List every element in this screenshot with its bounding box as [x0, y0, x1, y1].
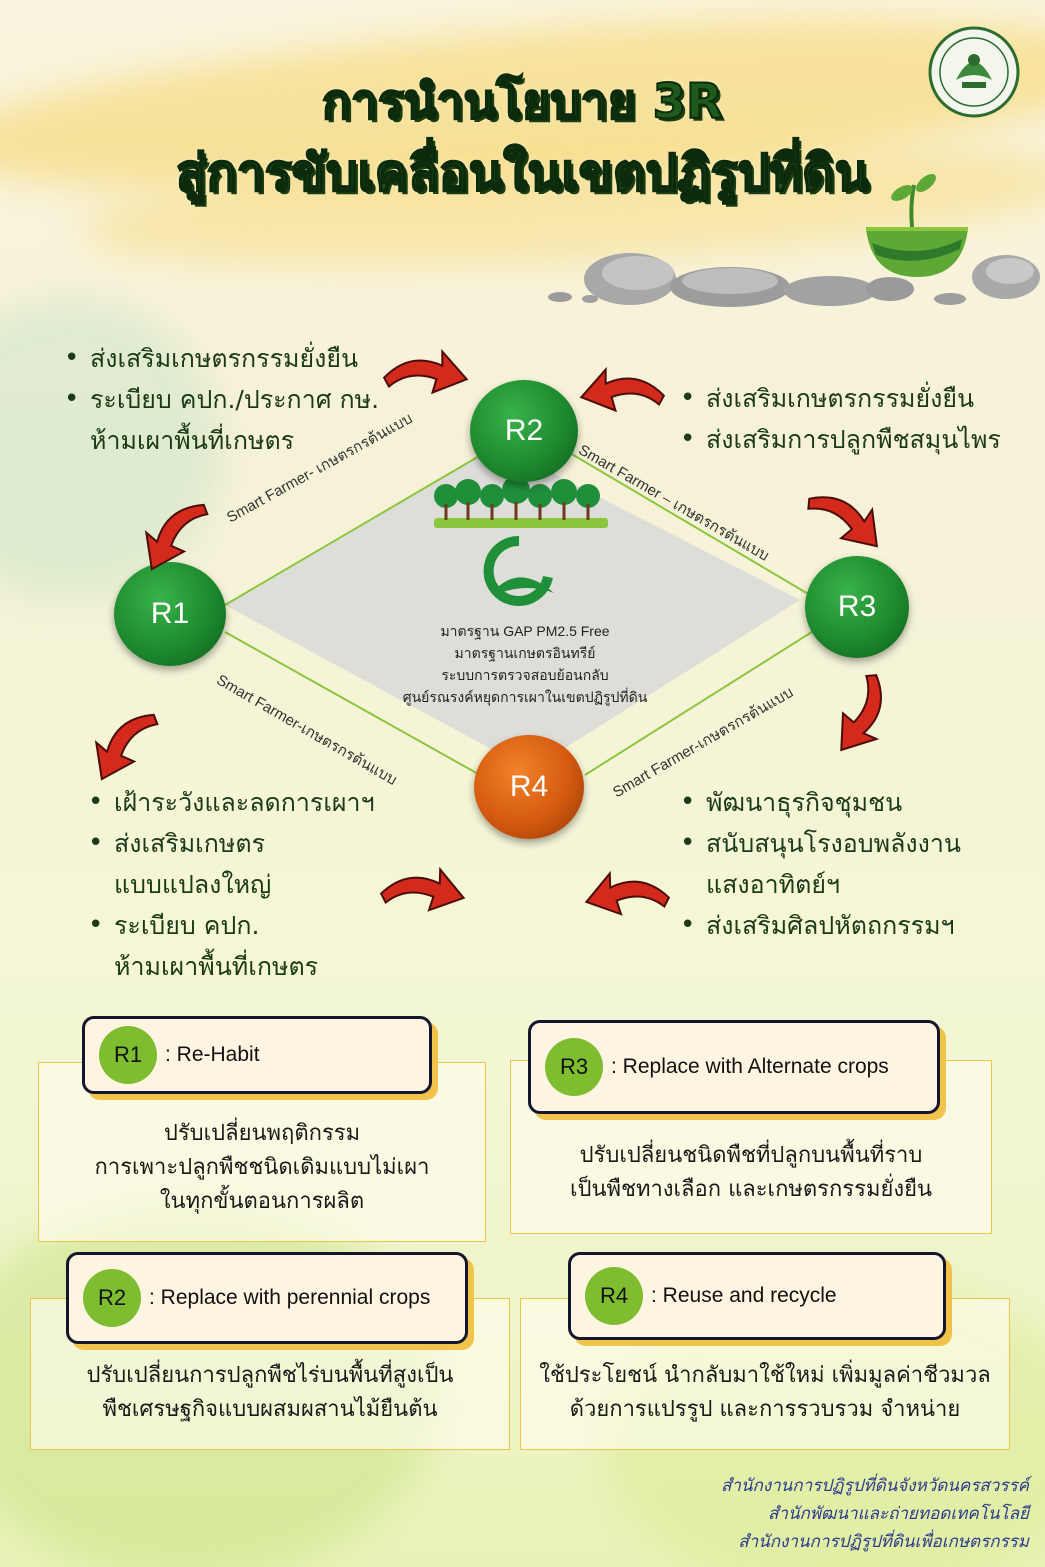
- footer-line: สำนักงานการปฏิรูปที่ดินเพื่อเกษตรกรรม: [738, 1532, 1029, 1552]
- pill-r4: R4 : Reuse and recycle: [568, 1252, 946, 1340]
- desc-line: ด้วยการแปรรูป และการรวบรวม จำหน่าย: [569, 1397, 961, 1422]
- curved-arrow-icon: [381, 343, 472, 399]
- bullet-item: ส่งเสริมเกษตรกรรมยั่งยืน: [64, 338, 379, 379]
- badge-r1: R1: [99, 1026, 157, 1084]
- bullet-item: ส่งเสริมการปลูกพืชสมุนไพร: [680, 419, 1001, 460]
- desc-line: ใช้ประโยชน์ นำกลับมาใช้ใหม่ เพิ่มมูลค่าช…: [539, 1363, 991, 1388]
- card-r2-desc: ปรับเปลี่ยนการปลูกพืชไร่บนพื้นที่สูงเป็น…: [31, 1359, 509, 1427]
- diamond-diagram: [224, 439, 816, 776]
- curved-arrow-icon: [80, 695, 162, 790]
- center-line-4: ศูนย์รณรงค์หยุดการเผาในเขตปฏิรูปที่ดิน: [402, 689, 648, 705]
- bullet-item: ส่งเสริมเกษตร: [88, 823, 375, 864]
- bullet-item: ส่งเสริมศิลปหัตถกรรมฯ: [680, 905, 961, 946]
- bullet-continuation: ห้ามเผาพื้นที่เกษตร: [114, 952, 319, 981]
- bullets-bottom-right: พัฒนาธุรกิจชุมชน สนับสนุนโรงอบพลังงาน แส…: [680, 782, 961, 946]
- desc-line: ปรับเปลี่ยนชนิดพืชที่ปลูกบนพื้นที่ราบ: [579, 1143, 923, 1168]
- bullet-continuation: แสงอาทิตย์ฯ: [706, 870, 841, 899]
- node-r4: R4: [474, 735, 584, 839]
- footer-line: สำนักงานการปฏิรูปที่ดินจังหวัดนครสวรรค์: [720, 1476, 1029, 1496]
- label-r1: : Re-Habit: [165, 1043, 260, 1066]
- curved-arrow-icon: [825, 669, 907, 764]
- label-r2: : Replace with perennial crops: [149, 1286, 431, 1309]
- bullet-item: ส่งเสริมเกษตรกรรมยั่งยืน: [680, 378, 1001, 419]
- bullet-item: เฝ้าระวังและลดการเผาฯ: [88, 782, 375, 823]
- node-r2: R2: [470, 380, 578, 482]
- bullet-item: ระเบียบ คปก.: [88, 905, 375, 946]
- bullets-top-right: ส่งเสริมเกษตรกรรมยั่งยืน ส่งเสริมการปลูก…: [680, 378, 1001, 460]
- rocks-icon: [548, 253, 1040, 307]
- q-mark-icon: [483, 535, 554, 606]
- card-r3-desc: ปรับเปลี่ยนชนิดพืชที่ปลูกบนพื้นที่ราบ เป…: [511, 1139, 991, 1207]
- curved-arrow-icon: [802, 472, 894, 561]
- badge-r3: R3: [545, 1038, 603, 1096]
- pill-r2: R2 : Replace with perennial crops: [66, 1252, 468, 1344]
- label-r3: : Replace with Alternate crops: [611, 1055, 889, 1078]
- seal-logo-icon: [928, 26, 1020, 118]
- label-r4: : Reuse and recycle: [651, 1284, 837, 1307]
- center-standards: มาตรฐาน GAP PM2.5 Free มาตรฐานเกษตรอินทร…: [380, 620, 670, 708]
- node-r3: R3: [805, 556, 909, 658]
- bullet-item: สนับสนุนโรงอบพลังงาน: [680, 823, 961, 864]
- curved-arrow-icon: [576, 361, 667, 417]
- card-r1-desc: ปรับเปลี่ยนพฤติกรรม การเพาะปลูกพืชชนิดเด…: [39, 1117, 485, 1219]
- desc-line: ปรับเปลี่ยนการปลูกพืชไร่บนพื้นที่สูงเป็น: [86, 1363, 454, 1388]
- desc-line: การเพาะปลูกพืชชนิดเดิมแบบไม่เผา: [94, 1155, 430, 1180]
- curved-arrow-icon: [581, 863, 672, 921]
- badge-r2: R2: [83, 1269, 141, 1327]
- bullet-continuation: แบบแปลงใหญ่: [114, 870, 272, 899]
- footer-credits: สำนักงานการปฏิรูปที่ดินจังหวัดนครสวรรค์ …: [721, 1472, 1029, 1556]
- seedling-bowl-icon: [866, 174, 968, 277]
- desc-line: ปรับเปลี่ยนพฤติกรรม: [163, 1121, 361, 1146]
- card-r4-desc: ใช้ประโยชน์ นำกลับมาใช้ใหม่ เพิ่มมูลค่าช…: [521, 1359, 1009, 1427]
- curved-arrow-icon: [378, 859, 469, 917]
- badge-r4: R4: [585, 1267, 643, 1325]
- bullet-item: พัฒนาธุรกิจชุมชน: [680, 782, 961, 823]
- bullet-item: ระเบียบ คปก./ประกาศ กษ.: [64, 379, 379, 420]
- curved-arrow-icon: [130, 485, 212, 580]
- title-line-1: การนำนโยบาย 3R: [321, 73, 724, 131]
- desc-line: พืชเศรษฐกิจแบบผสมผสานไม้ยืนต้น: [102, 1397, 438, 1422]
- desc-line: เป็นพืชทางเลือก และเกษตรกรรมยั่งยืน: [569, 1177, 933, 1202]
- pill-r1: R1 : Re-Habit: [82, 1016, 432, 1094]
- title-line-2: สู่การขับเคลื่อนในเขตปฏิรูปที่ดิน: [175, 143, 870, 203]
- center-line-2: มาตรฐานเกษตรอินทรีย์: [454, 645, 596, 661]
- trees-icon: [434, 478, 608, 528]
- center-line-3: ระบบการตรวจสอบย้อนกลับ: [441, 667, 609, 683]
- desc-line: ในทุกขั้นตอนการผลิต: [159, 1189, 365, 1214]
- bullet-continuation: ห้ามเผาพื้นที่เกษตร: [90, 426, 295, 455]
- center-line-1: มาตรฐาน GAP PM2.5 Free: [440, 623, 610, 639]
- footer-line: สำนักพัฒนาและถ่ายทอดเทคโนโลยี: [768, 1504, 1029, 1524]
- pill-r3: R3 : Replace with Alternate crops: [528, 1020, 940, 1114]
- node-r1: R1: [114, 562, 226, 666]
- bullets-top-left: ส่งเสริมเกษตรกรรมยั่งยืน ระเบียบ คปก./ปร…: [64, 338, 379, 461]
- bullets-bottom-left: เฝ้าระวังและลดการเผาฯ ส่งเสริมเกษตร แบบแ…: [88, 782, 375, 987]
